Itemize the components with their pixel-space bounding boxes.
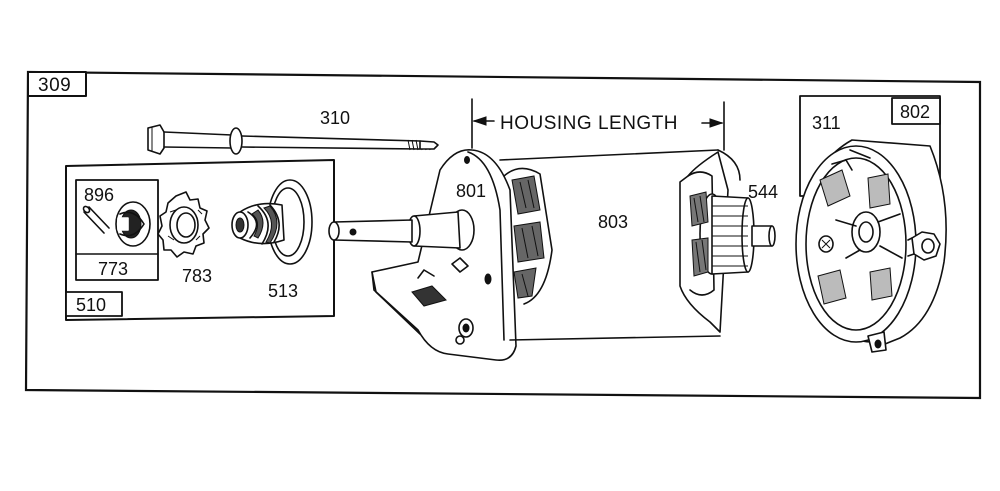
frame-label-text: 309 (38, 75, 71, 96)
label-pin: 896 (84, 185, 114, 205)
housing-length-dimension (471, 98, 725, 151)
label-brush: 311 (812, 113, 841, 133)
pin-clip-box (75, 179, 159, 281)
label-clip: 773 (98, 259, 128, 279)
label-housing-length: HOUSING LENGTH (500, 113, 678, 134)
label-commutator: 544 (748, 182, 778, 202)
motor-housing (499, 149, 741, 341)
through-bolt (147, 124, 439, 155)
outer-frame (24, 70, 982, 400)
label-bolt: 310 (320, 108, 350, 128)
label-gear: 783 (182, 266, 212, 286)
commutator-assembly (679, 151, 776, 333)
label-end-cap-assembly: 802 (900, 102, 930, 122)
drive-kit-box (65, 159, 335, 321)
label-drive-end-cap: 801 (456, 181, 486, 201)
label-helix: 513 (268, 281, 298, 301)
end-cap-assembly (795, 139, 947, 353)
frame-label-box: 309 (27, 71, 87, 97)
label-drive-kit: 510 (76, 295, 106, 315)
drive-helix (231, 179, 313, 265)
drive-end-cap (328, 149, 553, 362)
label-housing: 803 (598, 212, 628, 232)
pinion-gear (157, 191, 210, 258)
